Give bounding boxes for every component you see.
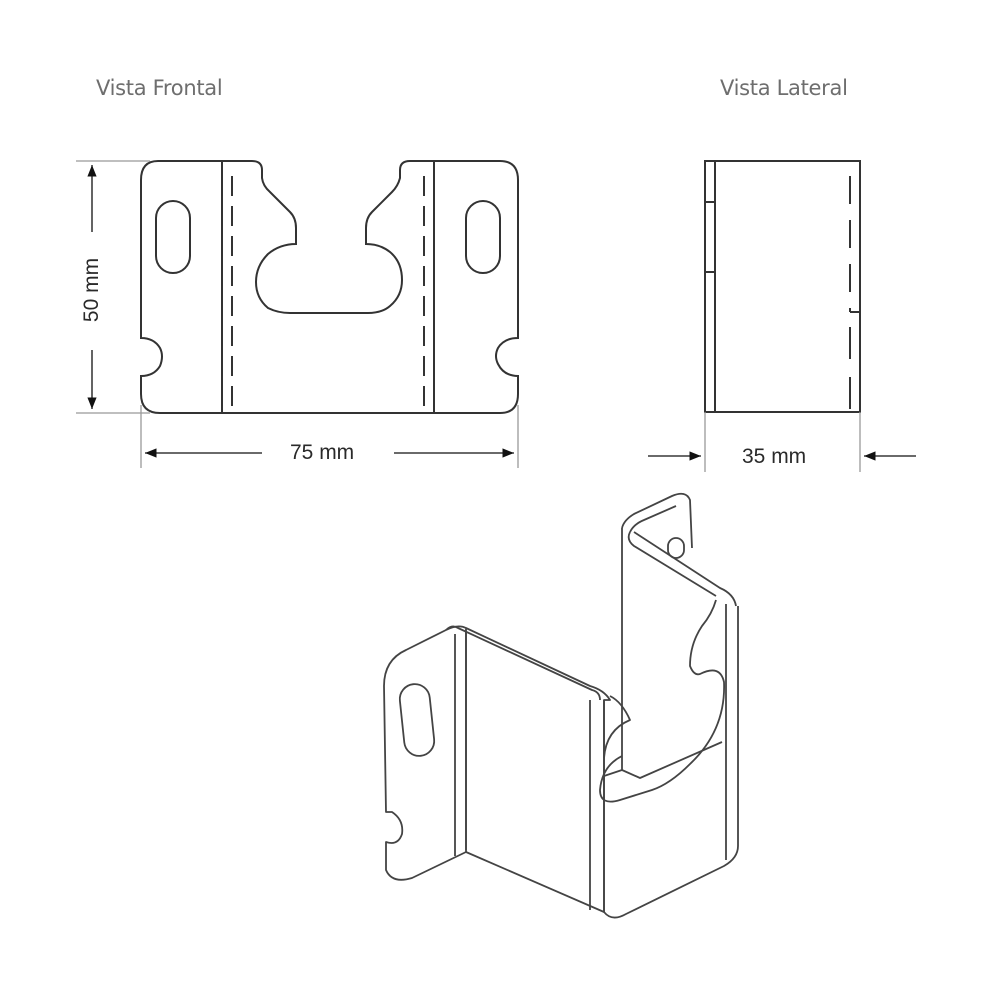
isometric-view — [383, 492, 739, 919]
front-view-outline — [140, 160, 519, 414]
front-view-title: Vista Frontal — [96, 76, 223, 100]
side-view — [704, 160, 861, 413]
side-view-outline — [704, 160, 861, 413]
side-view-title: Vista Lateral — [720, 76, 848, 100]
depth-dimension-label: 35 mm — [742, 445, 807, 468]
right-slot-hole — [465, 200, 501, 274]
depth-dimension — [648, 412, 916, 472]
height-dimension-label: 50 mm — [80, 257, 103, 323]
left-slot-hole — [155, 200, 191, 274]
width-dimension — [140, 405, 519, 468]
height-dimension — [76, 160, 150, 414]
front-view — [140, 160, 519, 414]
width-dimension-label: 75 mm — [290, 441, 355, 464]
